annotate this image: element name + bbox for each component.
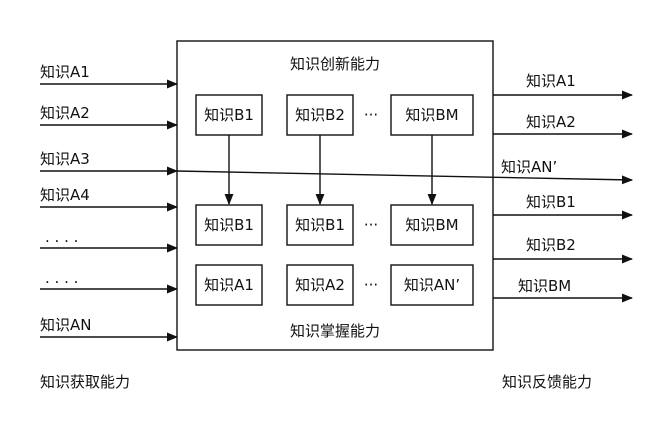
row3-box-a2 — [286, 264, 354, 306]
input-label-a3: 知识A3 — [40, 150, 90, 168]
output-label-an-prime: 知识AN’ — [501, 158, 557, 176]
row3-box-a2-label: 知识A2 — [295, 276, 345, 294]
input-label-ellipsis-1: . . . . — [45, 228, 78, 246]
outer-ability-box — [176, 40, 494, 351]
row1-box-bm-label: 知识BM — [405, 106, 458, 124]
input-label-an: 知识AN — [40, 316, 91, 334]
row2-box-bm-label: 知识BM — [405, 216, 458, 234]
row1-box-b2-label: 知识B2 — [295, 106, 345, 124]
knowledge-acquisition-ability-caption: 知识获取能力 — [40, 373, 130, 391]
row2-box-b1 — [195, 204, 263, 246]
row2-box-b1-label: 知识B1 — [204, 216, 254, 234]
output-arrow-an-prime — [176, 170, 634, 185]
row2-ellipsis: ··· — [364, 216, 378, 234]
knowledge-feedback-ability-caption: 知识反馈能力 — [502, 373, 592, 391]
row1-box-b1-label: 知识B1 — [204, 106, 254, 124]
row3-ellipsis: ··· — [364, 276, 378, 294]
input-label-ellipsis-2: . . . . — [45, 269, 78, 287]
output-label-bm: 知识BM — [518, 277, 571, 295]
output-label-b1: 知识B1 — [526, 193, 576, 211]
row3-box-an-prime-label: 知识AN’ — [404, 276, 460, 294]
row3-box-an-prime — [390, 264, 474, 306]
row2-box-bm — [390, 204, 474, 246]
knowledge-mastery-ability-label: 知识掌握能力 — [290, 322, 380, 340]
row3-box-a1 — [195, 264, 263, 306]
output-label-a1: 知识A1 — [526, 72, 576, 90]
output-label-a2: 知识A2 — [526, 113, 576, 131]
knowledge-innovation-ability-label: 知识创新能力 — [290, 55, 380, 73]
output-label-b2: 知识B2 — [526, 236, 576, 254]
input-label-a4: 知识A4 — [40, 186, 90, 204]
row3-box-a1-label: 知识A1 — [204, 276, 254, 294]
row1-ellipsis: ··· — [364, 106, 378, 124]
input-label-a1: 知识A1 — [40, 63, 90, 81]
input-label-a2: 知识A2 — [40, 104, 90, 122]
row2-box-b1-second-label: 知识B1 — [295, 216, 345, 234]
row2-box-b1-second — [286, 204, 354, 246]
